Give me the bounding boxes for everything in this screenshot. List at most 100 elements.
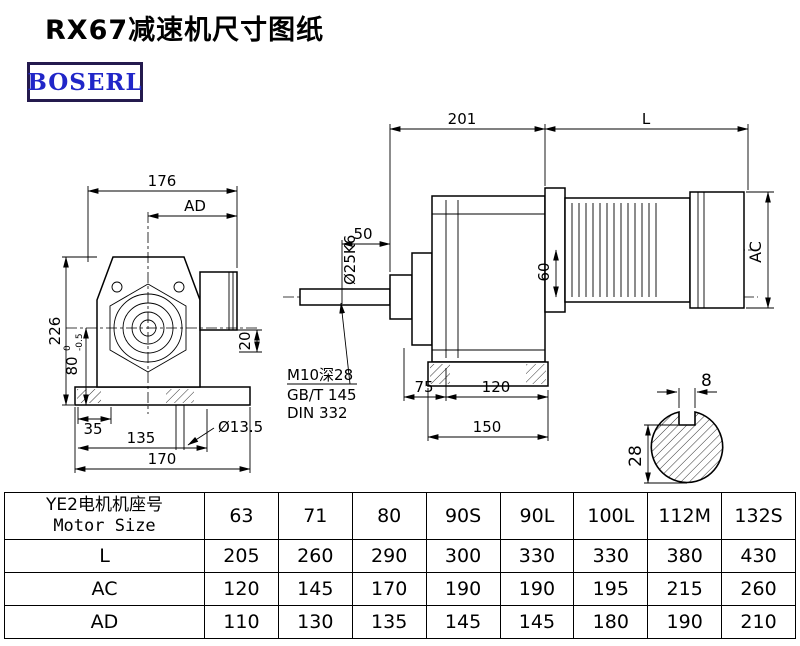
- dim-170-label: 170: [148, 450, 177, 468]
- table-row-ac: AC 120 145 170 190 190 195 215 260: [4, 572, 796, 606]
- callout-hole: Ø13.5: [187, 418, 263, 446]
- dimension-table: YE2电机机座号 Motor Size 63 71 80 90S 90L 100…: [4, 492, 796, 639]
- fan-cowl: [689, 191, 745, 309]
- table-header-row: YE2电机机座号 Motor Size 63 71 80 90S 90L 100…: [4, 492, 796, 540]
- dim-135: 135: [77, 409, 208, 452]
- motor-size-cell: 100L: [573, 492, 649, 540]
- dim-l: L: [544, 110, 749, 190]
- dim-150: 150: [427, 388, 549, 441]
- base-hatch-left: [430, 364, 450, 384]
- technical-drawing-canvas: 176 AD 226 80 0 -0.5 35: [46, 110, 774, 484]
- row-label-cell: L: [4, 539, 205, 573]
- dim-50: 50: [341, 225, 391, 304]
- table-cell: 210: [721, 605, 796, 639]
- motor-size-cell: 132S: [721, 492, 796, 540]
- motor-size-cell: 80: [351, 492, 427, 540]
- motor-body: [564, 197, 691, 303]
- tap-note-size: M10深28: [287, 366, 353, 384]
- motor-size-cell: 63: [204, 492, 279, 540]
- tap-note-standard-din: DIN 332: [287, 404, 348, 422]
- front-bolt-hole-right: [173, 281, 185, 293]
- dim-key-width: 8: [657, 371, 717, 408]
- table-cell: 330: [573, 539, 649, 573]
- dim-ad-label: AD: [184, 197, 206, 215]
- table-cell: 330: [499, 539, 575, 573]
- table-cell: 180: [573, 605, 649, 639]
- table-cell: 260: [277, 539, 353, 573]
- side-view-drawing: 50 Ø25K6 201 L 60 AC: [283, 110, 774, 441]
- dim-key-depth: 28: [626, 424, 687, 484]
- table-cell: 430: [721, 539, 796, 573]
- dim-80-label: 80: [63, 356, 81, 375]
- dim-201-label: 201: [448, 110, 477, 128]
- dim-ac-label: AC: [746, 241, 765, 263]
- dim-l-label: L: [642, 110, 651, 128]
- dim-75-label: 75: [414, 378, 433, 396]
- table-cell: 145: [277, 572, 353, 606]
- motor-size-header-cn: YE2电机机座号: [46, 494, 163, 515]
- row-label-cell: AD: [4, 605, 205, 639]
- tap-note-standard-gbt: GB/T 145: [287, 386, 357, 404]
- shaft-step-2: [411, 252, 433, 346]
- table-cell: 300: [425, 539, 501, 573]
- dim-120: 120: [445, 378, 549, 401]
- table-cell: 110: [204, 605, 279, 639]
- shaft-diameter-label: Ø25K6: [341, 235, 359, 285]
- dim-28-label: 28: [626, 445, 646, 467]
- table-cell: 170: [351, 572, 427, 606]
- dim-20-label: 20: [236, 331, 254, 350]
- dim-150-label: 150: [473, 418, 502, 436]
- brand-logo-box: BOSERL: [27, 62, 143, 102]
- dim-50-label: 50: [353, 225, 372, 243]
- front-terminal-box: [199, 271, 238, 331]
- dim-ac: AC: [746, 191, 774, 309]
- gear-housing: [431, 195, 546, 363]
- table-row-l: L 205 260 290 300 330 330 380 430: [4, 539, 796, 573]
- output-shaft: [299, 288, 391, 306]
- dim-ad: AD: [147, 197, 238, 219]
- motor-flange: [544, 187, 566, 313]
- dim-176-label: 176: [148, 172, 177, 190]
- tap-hole-note: M10深28 GB/T 145 DIN 332: [287, 302, 357, 422]
- dim-35-label: 35: [83, 420, 102, 438]
- dim-176: 176: [87, 172, 238, 268]
- dim-226: 226: [46, 256, 97, 406]
- dim-8-label: 8: [701, 371, 712, 391]
- front-base-plate: [74, 386, 251, 406]
- table-cell: 190: [647, 605, 723, 639]
- brand-logo-text: BOSERL: [27, 68, 143, 96]
- front-housing: [96, 256, 201, 388]
- table-cell: 260: [721, 572, 796, 606]
- dim-135-label: 135: [127, 429, 156, 447]
- table-cell: 290: [351, 539, 427, 573]
- motor-fins: [571, 203, 657, 297]
- table-cell: 135: [351, 605, 427, 639]
- dim-shaft-diameter: Ø25K6: [341, 235, 359, 285]
- page-title: RX67减速机尺寸图纸: [45, 15, 325, 46]
- row-label-cell: AC: [4, 572, 205, 606]
- motor-size-header-en: Motor Size: [53, 516, 156, 536]
- dim-226-label: 226: [46, 317, 64, 346]
- dim-201: 201: [389, 110, 546, 240]
- dim-80-tol-upper: 0: [63, 345, 73, 351]
- base-hatch-right: [526, 364, 546, 384]
- dim-170: 170: [74, 407, 251, 473]
- motor-size-cell: 90S: [425, 492, 501, 540]
- table-cell: 195: [573, 572, 649, 606]
- front-foot-hatch-left: [77, 389, 101, 403]
- dim-80: 80 0 -0.5: [63, 327, 89, 406]
- dim-75: 75: [403, 348, 447, 401]
- motor-size-cell: 90L: [499, 492, 575, 540]
- table-row-ad: AD 110 130 135 145 145 180 190 210: [4, 605, 796, 639]
- dim-120-label: 120: [482, 378, 511, 396]
- dim-35: 35: [77, 407, 112, 438]
- table-cell: 120: [204, 572, 279, 606]
- shaft-step-1: [389, 274, 413, 320]
- table-cell: 205: [204, 539, 279, 573]
- motor-size-header-cell: YE2电机机座号 Motor Size: [4, 492, 205, 540]
- table-cell: 215: [647, 572, 723, 606]
- dim-20: 20: [205, 329, 262, 353]
- table-cell: 145: [425, 605, 501, 639]
- hole-callout-label: Ø13.5: [218, 418, 263, 436]
- shaft-section-profile: [650, 410, 724, 484]
